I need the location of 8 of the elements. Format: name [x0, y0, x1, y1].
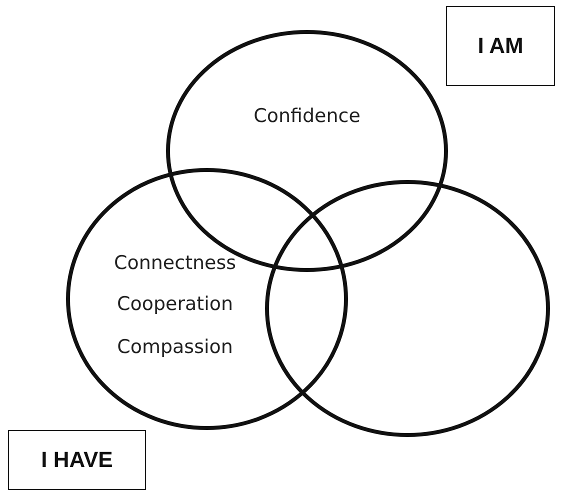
- box-label: I HAVE: [41, 447, 113, 473]
- label-box: [446, 6, 555, 86]
- circle-label: Cooperation: [116, 293, 234, 315]
- circle-label: Compassion: [117, 336, 233, 358]
- circle-label: Confidence: [254, 105, 360, 127]
- box-label: I AM: [478, 33, 524, 59]
- label-box: [8, 430, 146, 490]
- circle-label: Connectness: [114, 252, 236, 274]
